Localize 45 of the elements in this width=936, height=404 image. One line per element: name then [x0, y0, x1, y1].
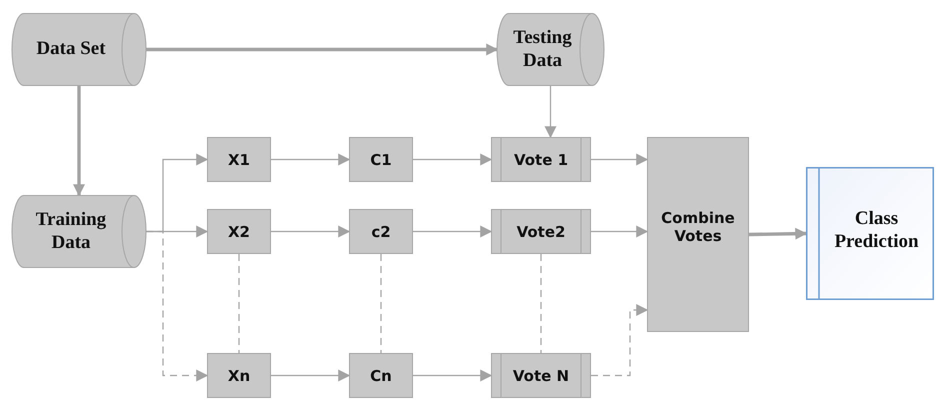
arrow [146, 230, 208, 382]
output-box [806, 167, 934, 300]
arrow [73, 86, 85, 196]
node-label: Training Data [34, 208, 108, 254]
node-label: C1 [370, 150, 392, 168]
node-label: Cn [370, 366, 392, 384]
connector-line [540, 254, 542, 353]
predefined-process-box [491, 137, 591, 182]
node-label: X1 [228, 150, 250, 168]
arrow [271, 370, 350, 382]
process-box [207, 353, 271, 398]
process-box [647, 137, 749, 332]
node-label: Vote 1 [514, 150, 568, 168]
process-box [207, 209, 271, 254]
node-label: c2 [371, 222, 391, 240]
node-label: Class Prediction [833, 208, 920, 254]
process-box [207, 137, 271, 182]
arrow [271, 226, 350, 238]
arrow [413, 370, 492, 382]
node-label: Data Set [36, 38, 106, 61]
node-label: Testing Data [512, 26, 573, 72]
arrow [591, 304, 648, 376]
arrow [146, 44, 498, 56]
node-label: Combine Votes [660, 209, 736, 245]
process-box [349, 209, 413, 254]
node-label: Vote2 [516, 222, 566, 240]
node-label: Vote N [512, 366, 570, 384]
node-label: Xn [228, 366, 250, 384]
arrow [413, 154, 492, 166]
process-box [349, 137, 413, 182]
data-store-cylinder [497, 13, 604, 86]
arrow [591, 154, 648, 166]
arrow [544, 86, 556, 138]
arrow [413, 226, 492, 238]
predefined-process-box [491, 209, 591, 254]
process-box [349, 353, 413, 398]
node-label: X2 [228, 222, 250, 240]
connector-line [380, 254, 382, 353]
predefined-process-box [491, 353, 591, 398]
arrow [591, 226, 648, 238]
data-store-cylinder [12, 195, 146, 268]
arrow [271, 154, 350, 166]
connector-line [238, 254, 240, 353]
data-store-cylinder [12, 13, 146, 86]
arrow [748, 228, 808, 240]
